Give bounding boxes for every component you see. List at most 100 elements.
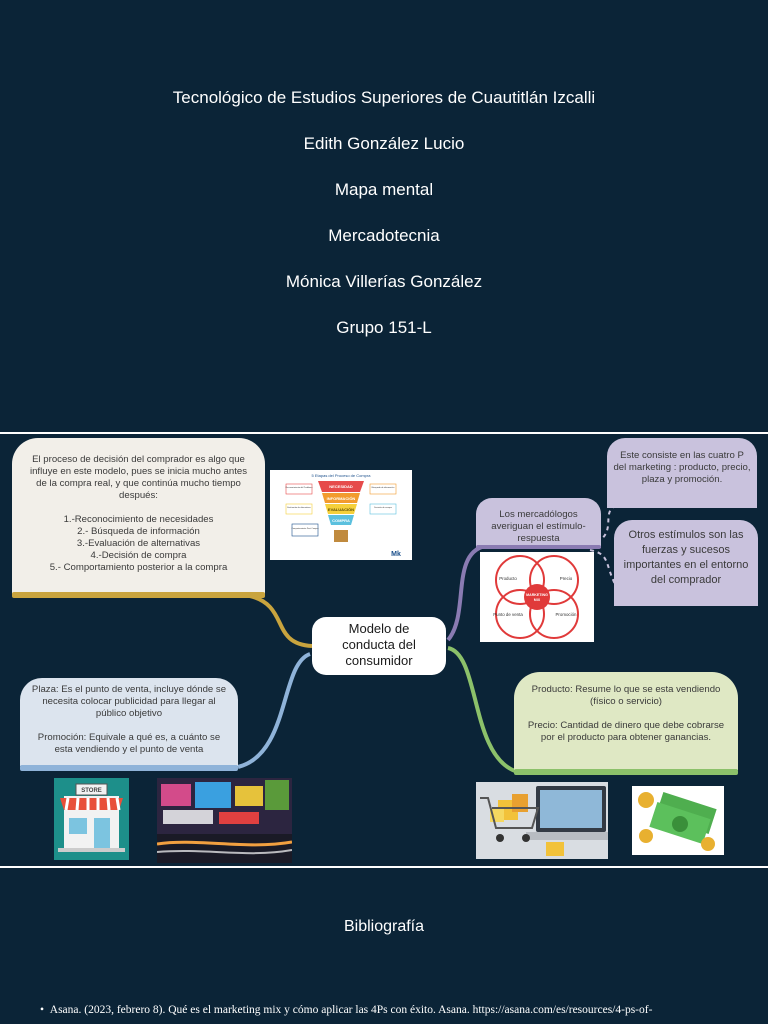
funnel-side-label-1: Reconocimiento del Problema	[286, 486, 314, 489]
store-floor	[58, 848, 125, 852]
laptop-base	[526, 832, 608, 840]
bill-seal	[672, 816, 688, 832]
bibliography-title: Bibliografía	[343, 918, 425, 935]
billboard-3	[235, 786, 263, 806]
store-door	[94, 818, 110, 848]
funnel-stage-4	[328, 515, 354, 525]
other-stimuli-node: Otros estímulos son las fuerzas y suceso…	[614, 520, 758, 606]
billboard-6	[219, 812, 259, 824]
light-trail-2	[157, 849, 292, 855]
funnel-stage-1	[318, 481, 364, 492]
funnel-side-box-1	[285, 483, 313, 495]
funnel-side-label-2: Búsqueda de información	[372, 487, 395, 489]
store-image: STORE	[54, 778, 129, 860]
store-window	[69, 818, 87, 834]
purchase-funnel-graphic: 5 Etapas del Proceso de Compra NECESIDAD…	[285, 473, 401, 558]
author-name: Edith González Lucio	[303, 134, 465, 153]
funnel-side-label-4: Decisión de compra	[374, 507, 393, 509]
funnel-side-label-5: Comportamiento Post Compra	[291, 527, 319, 530]
store-sign-text: STORE	[81, 788, 102, 794]
group-name: Grupo 151-L	[336, 318, 432, 337]
place-promotion-bar	[20, 765, 238, 771]
bullet-icon: •	[40, 1004, 50, 1016]
teacher-name: Mónica Villerías González	[285, 272, 483, 291]
mix-circle-3	[495, 589, 545, 639]
institution-title: Tecnológico de Estudios Superiores de Cu…	[172, 88, 596, 107]
funnel-stage-3	[325, 504, 357, 514]
product-price-bar	[514, 769, 738, 775]
funnel-label-1: NECESIDAD	[329, 484, 353, 489]
funnel-label-4: COMPRA	[332, 518, 350, 523]
funnel-stage-2	[322, 493, 360, 503]
stimulus-node: Los mercadólogos averiguan el estímulo-r…	[476, 498, 601, 548]
decision-process-node: El proceso de decisión del comprador es …	[12, 438, 265, 594]
cover-slide: Tecnológico de Estudios Superiores de Cu…	[0, 0, 768, 432]
mix-circle-1	[495, 555, 545, 605]
coin-3	[701, 837, 715, 851]
four-p-text: Este consiste en las cuatro P del market…	[613, 450, 751, 485]
cart-wheel-1	[496, 834, 504, 842]
mix-quadrant-promotion: Promoción	[556, 612, 578, 617]
cart-wheel-2	[522, 834, 530, 842]
connector-producto	[447, 646, 516, 773]
place-promotion-node: Plaza: Es el punto de venta, incluye dón…	[20, 678, 238, 766]
subject-name: Mercadotecnia	[328, 226, 440, 245]
connector-decision	[249, 594, 313, 648]
funnel-label-2: INFORMACIÓN	[327, 496, 356, 501]
store-awning	[60, 798, 123, 810]
coin-2	[639, 829, 653, 843]
mind-map-connectors	[237, 505, 616, 773]
center-node: Modelo de conducta del consumidor	[312, 617, 446, 675]
billboard-1	[161, 784, 191, 806]
bibliography-entry: • Asana. (2023, febrero 8). Qué es el ma…	[40, 1004, 768, 1016]
mix-center-circle	[524, 584, 550, 610]
decision-process-bar	[12, 592, 265, 598]
connector-stimulus	[446, 544, 486, 642]
funnel-side-box-4	[369, 503, 397, 515]
mix-circle-4	[529, 589, 579, 639]
decision-process-text: El proceso de decisión del comprador es …	[29, 454, 248, 573]
billboard-2	[195, 782, 231, 808]
billboards-graphic	[157, 778, 292, 863]
billboards-city-image	[157, 778, 292, 863]
coin-1	[638, 792, 654, 808]
funnel-heading: 5 Etapas del Proceso de Compra	[312, 473, 372, 478]
funnel-label-3: EVALUACIÓN	[328, 507, 354, 512]
mind-map-slide: El proceso de decisión del comprador es …	[0, 434, 768, 866]
product-price-node: Producto: Resume lo que se esta vendiend…	[514, 672, 738, 770]
funnel-logo: Mk	[391, 551, 401, 558]
place-promotion-text: Plaza: Es el punto de venta, incluye dón…	[31, 684, 227, 755]
city-street	[157, 834, 292, 863]
store-awning-stripes	[64, 797, 121, 811]
money-graphic	[638, 791, 717, 851]
four-p-node: Este consiste en las cuatro P del market…	[607, 438, 757, 508]
bibliography-entry-text: Asana. (2023, febrero 8). Qué es el mark…	[49, 1004, 653, 1016]
center-node-text: Modelo de conducta del consumidor	[342, 621, 416, 668]
funnel-side-label-3: Evaluación de alternativas	[287, 506, 310, 509]
money-image	[632, 786, 724, 855]
mix-quadrant-price: Precio	[560, 576, 573, 581]
shopping-bag-2	[512, 794, 528, 812]
connector-plaza	[237, 652, 311, 769]
document-type: Mapa mental	[334, 180, 434, 199]
funnel-box	[334, 530, 348, 542]
light-trail-1	[157, 840, 292, 847]
stimulus-text: Los mercadólogos averiguan el estímulo-r…	[491, 509, 586, 544]
product-price-text: Producto: Resume lo que se esta vendiend…	[527, 684, 725, 743]
shopping-cart-graphic	[480, 786, 608, 856]
funnel-side-box-5	[291, 523, 319, 537]
connector-others	[589, 549, 616, 585]
shopping-cart-image	[476, 782, 608, 859]
billboard-4	[265, 780, 289, 810]
billboard-5	[163, 810, 213, 824]
other-stimuli-text: Otros estímulos son las fuerzas y suceso…	[623, 529, 749, 586]
laptop-display	[540, 790, 602, 828]
purchase-funnel-image: 5 Etapas del Proceso de Compra NECESIDAD…	[270, 470, 412, 560]
mix-circle-2	[529, 555, 579, 605]
mix-quadrant-product: Producto	[499, 576, 517, 581]
funnel-side-box-3	[285, 503, 313, 515]
store-sign-board	[75, 783, 108, 796]
